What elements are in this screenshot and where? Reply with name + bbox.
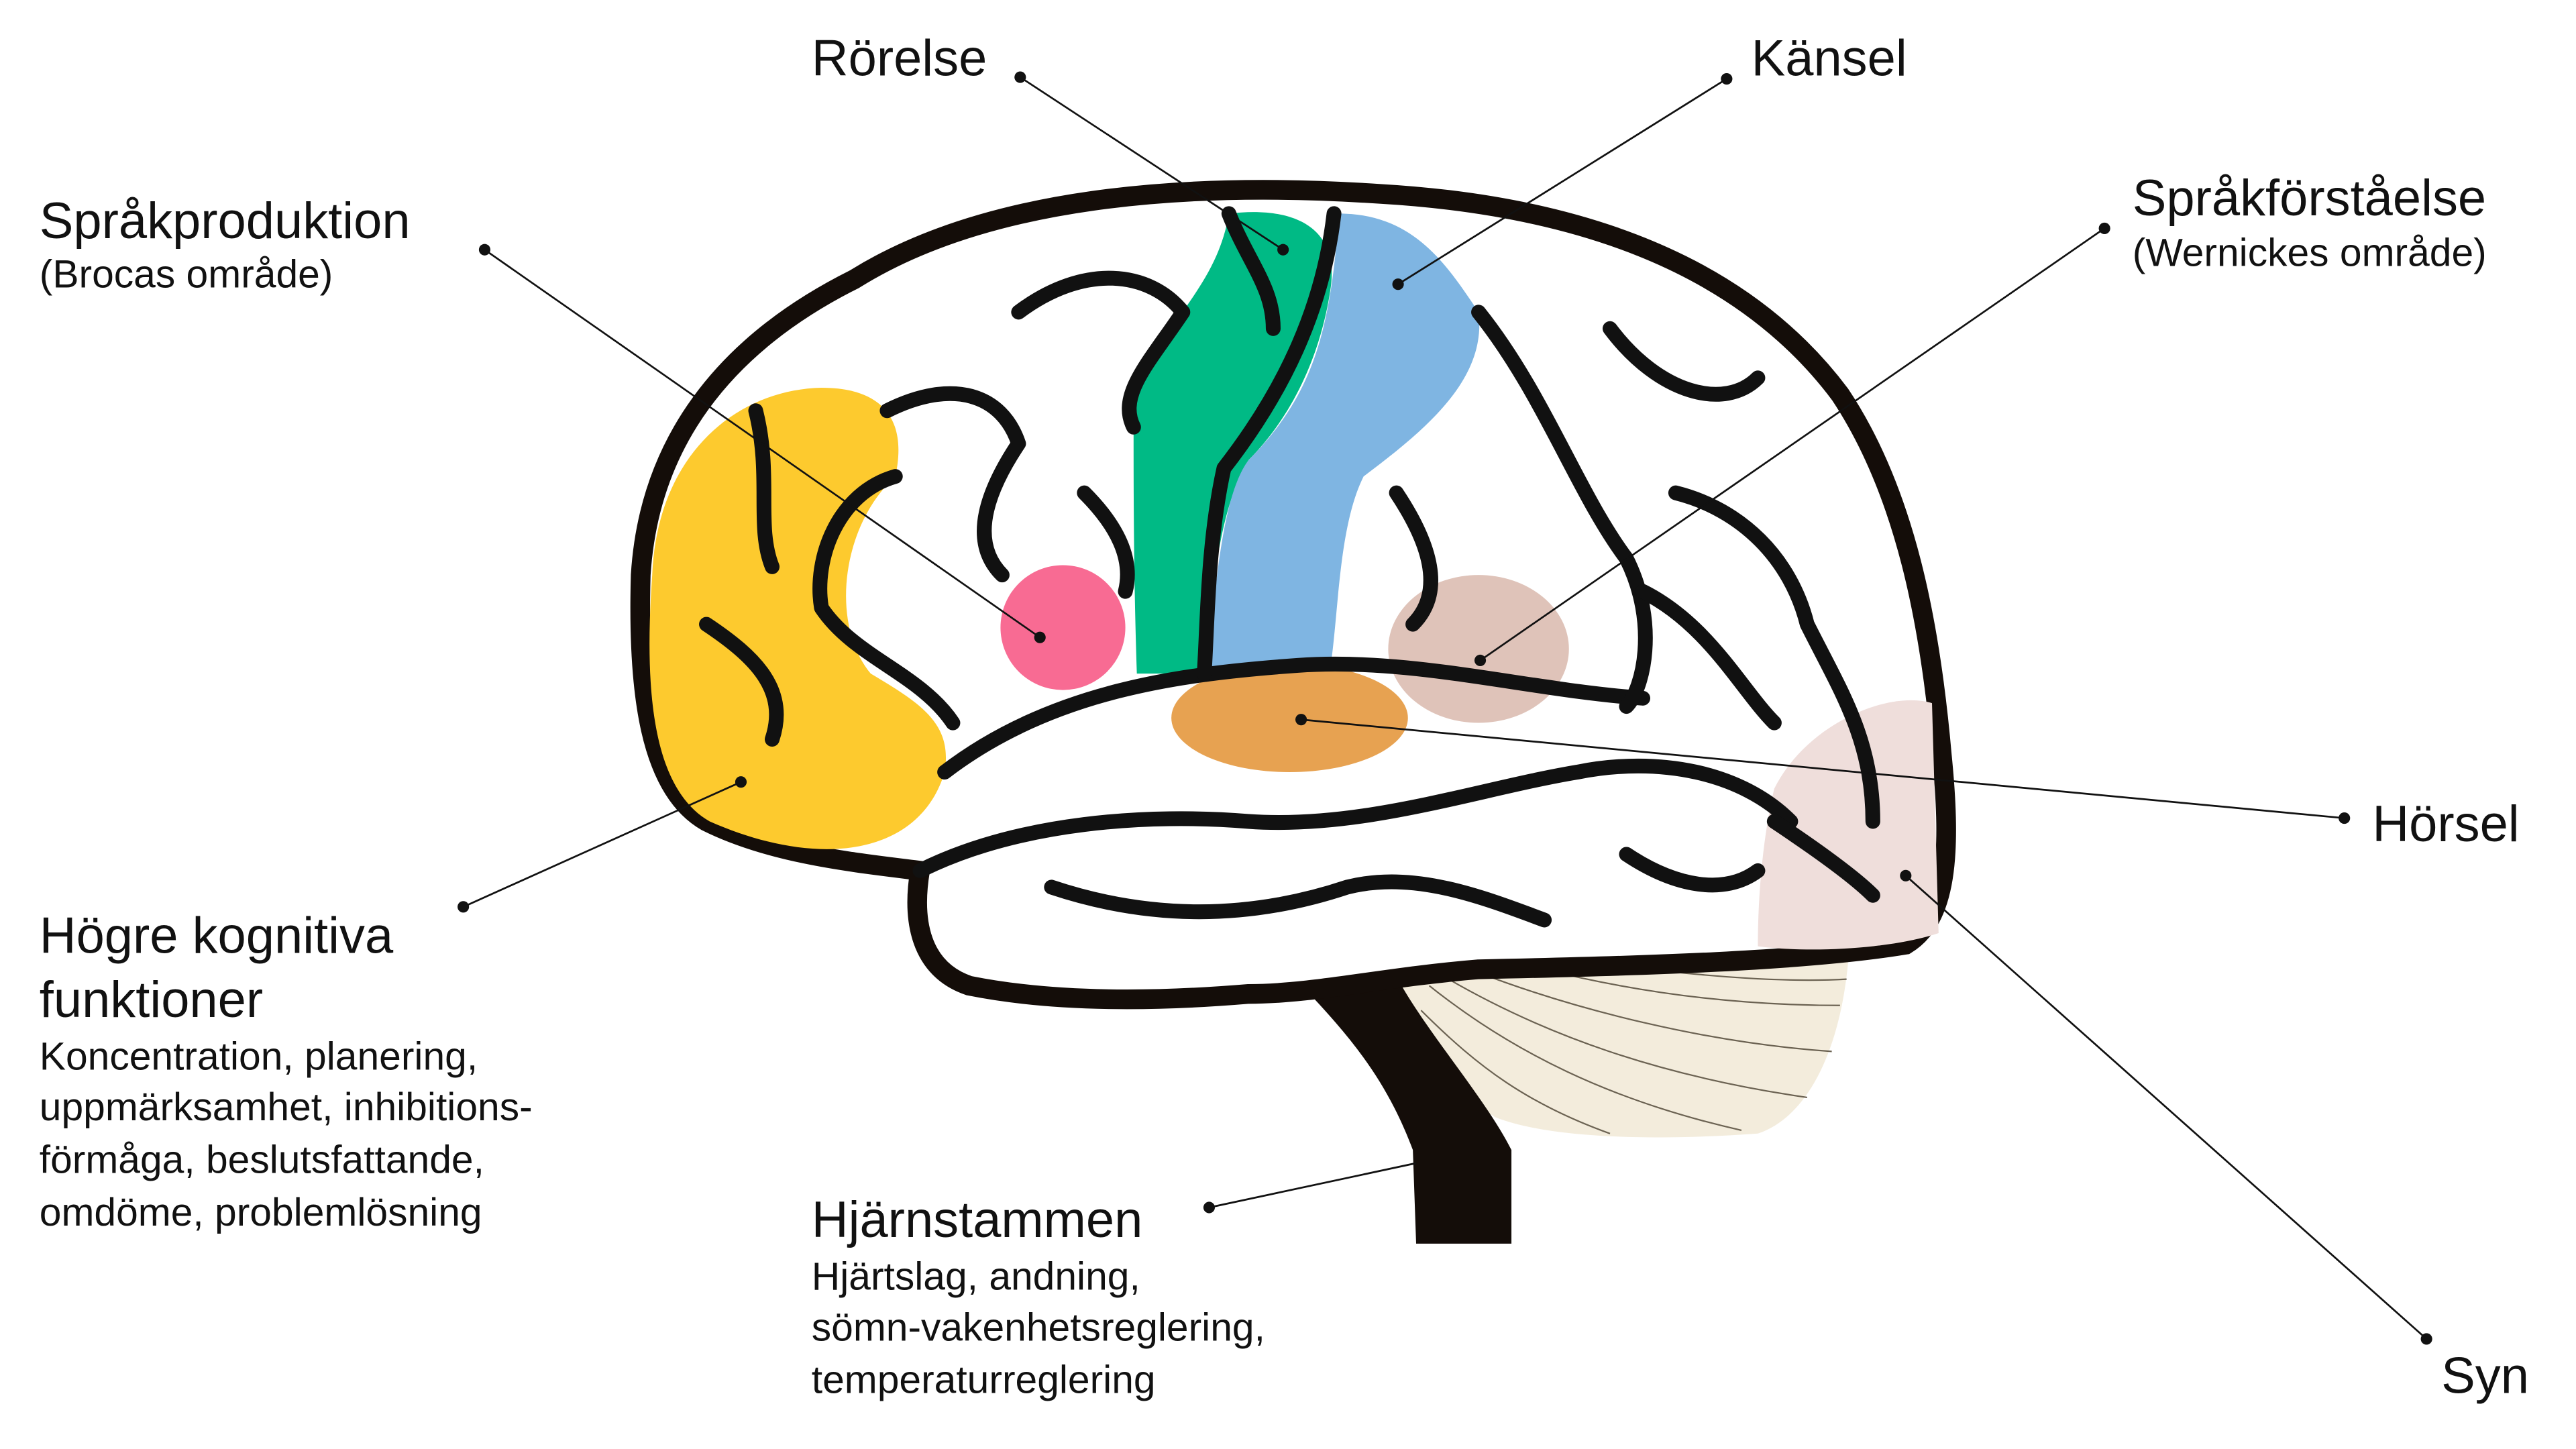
leader-lines (458, 71, 2432, 1345)
label-speech-comprehension: Språkförståelse (2133, 170, 2486, 227)
region-wernicke (1388, 575, 1569, 723)
label-hearing: Hörsel (2372, 796, 2519, 853)
brainstem-desc-3: temperaturreglering (812, 1358, 1156, 1402)
label-higher-cognitive-2: funktioner (40, 971, 263, 1028)
label-speech-comprehension-sub: (Wernickes område) (2133, 231, 2487, 275)
label-brainstem: Hjärnstammen (812, 1191, 1143, 1248)
label-speech-production-sub: (Brocas område) (40, 253, 333, 297)
label-vision: Syn (2441, 1348, 2529, 1405)
brainstem-desc-2: sömn-vakenhetsreglering, (812, 1305, 1265, 1349)
higher-cognitive-desc-2: uppmärksamhet, inhibitions- (40, 1085, 533, 1129)
region-motor (1133, 212, 1332, 674)
brainstem-shape (1314, 982, 1512, 1244)
cerebellum (1396, 957, 1849, 1138)
label-movement: Rörelse (812, 30, 987, 87)
label-speech-production: Språkproduktion (40, 193, 411, 250)
higher-cognitive-desc-1: Koncentration, planering, (40, 1034, 478, 1078)
higher-cognitive-desc-4: omdöme, problemlösning (40, 1191, 482, 1234)
region-sensory (1208, 213, 1480, 674)
region-visual (1758, 700, 1939, 950)
brainstem-desc-1: Hjärtslag, andning, (812, 1254, 1140, 1298)
label-sensation: Känsel (1752, 30, 1907, 87)
label-higher-cognitive-1: Högre kognitiva (40, 907, 394, 964)
higher-cognitive-desc-3: förmåga, beslutsfattande, (40, 1138, 484, 1182)
region-auditory (1171, 663, 1408, 773)
region-broca (1000, 565, 1126, 690)
region-frontal-higher-cognitive (649, 387, 947, 849)
